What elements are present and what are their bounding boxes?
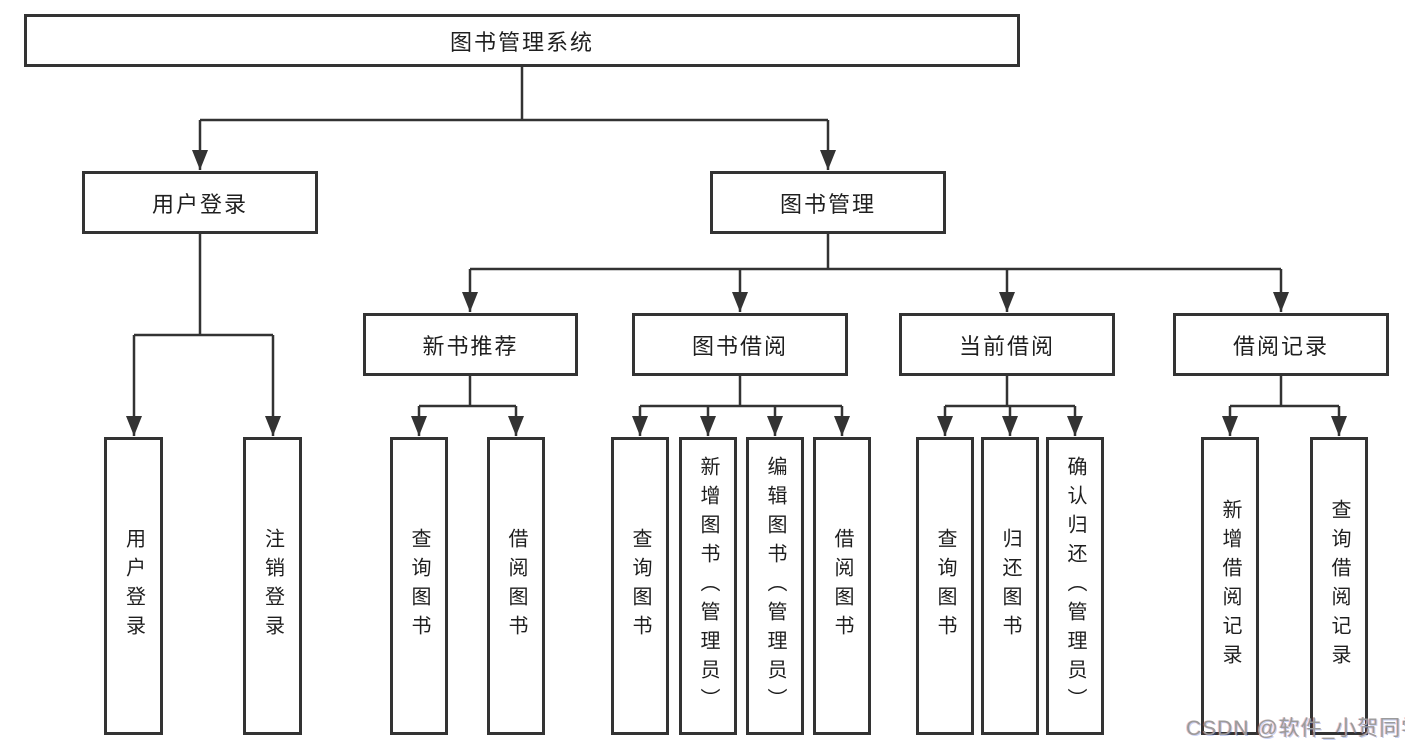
- leaf-edit-book-admin: 编辑图书（管理员）: [746, 437, 804, 735]
- arrow-drops: [126, 120, 1347, 436]
- leaf-query-books-borrowing: 查询图书: [611, 437, 669, 735]
- leaf-return-book: 归还图书: [981, 437, 1039, 735]
- leaf-user-login: 用户登录: [104, 437, 163, 735]
- leaf-query-books-current: 查询图书: [916, 437, 974, 735]
- node-user-login: 用户登录: [82, 171, 318, 234]
- leaf-query-borrow-record: 查询借阅记录: [1310, 437, 1368, 735]
- node-current-borrowing: 当前借阅: [899, 313, 1115, 376]
- leaf-query-books-recommend: 查询图书: [390, 437, 448, 735]
- leaf-logout: 注销登录: [243, 437, 302, 735]
- leaf-add-book-admin: 新增图书（管理员）: [679, 437, 737, 735]
- node-library-system: 图书管理系统: [24, 14, 1020, 67]
- leaf-add-borrow-record: 新增借阅记录: [1201, 437, 1259, 735]
- node-borrow-records: 借阅记录: [1173, 313, 1389, 376]
- node-book-borrowing: 图书借阅: [632, 313, 848, 376]
- node-new-book-recommend: 新书推荐: [363, 313, 578, 376]
- leaf-confirm-return-admin: 确认归还（管理员）: [1046, 437, 1104, 735]
- node-book-management: 图书管理: [710, 171, 946, 234]
- leaf-borrow-books-recommend: 借阅图书: [487, 437, 545, 735]
- leaf-borrow-books-borrowing: 借阅图书: [813, 437, 871, 735]
- csdn-watermark: CSDN @软件_小贺同学: [1186, 717, 1405, 740]
- tree-spine-lines: [134, 67, 1339, 408]
